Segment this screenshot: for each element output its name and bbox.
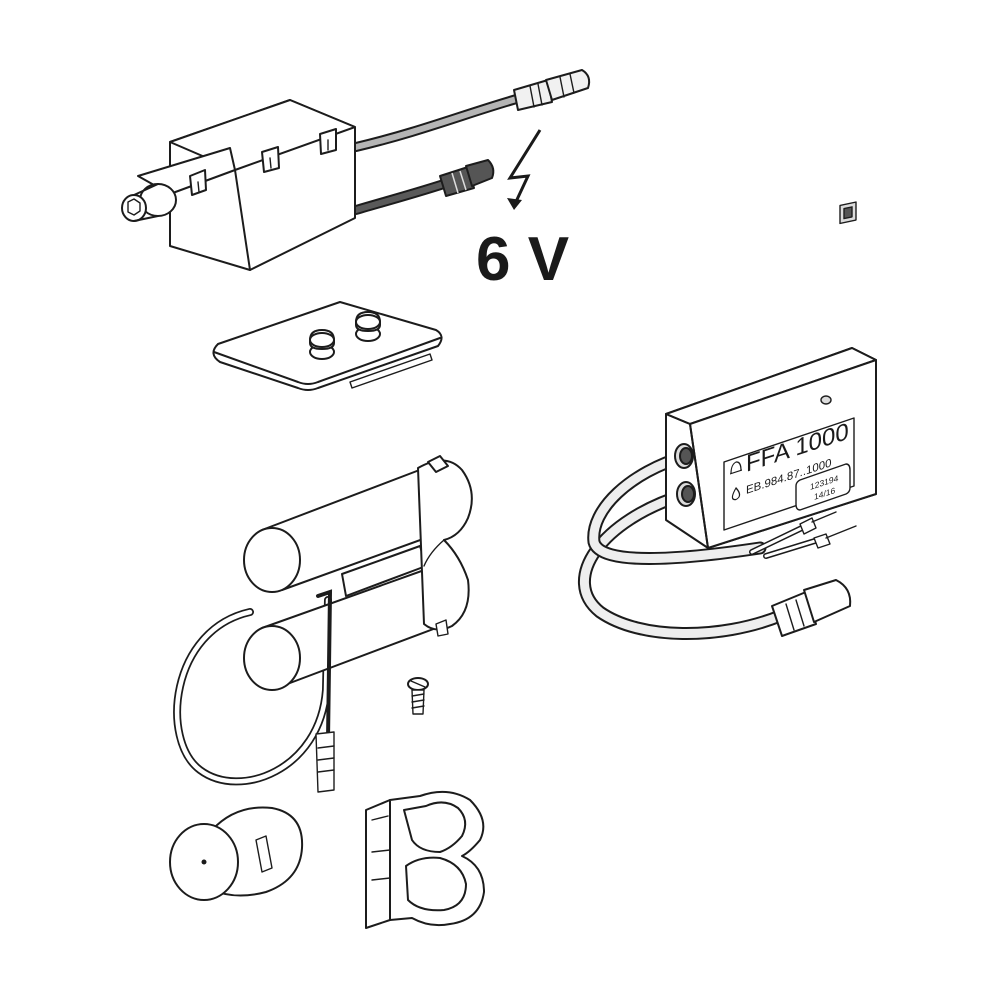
- power-supply-unit: [121, 69, 591, 271]
- housing-clips: [189, 128, 337, 196]
- battery-pack: [173, 455, 473, 793]
- plate-studs: [309, 311, 381, 360]
- grey-cable-connector: [513, 69, 591, 111]
- screw: [407, 677, 429, 715]
- water-drop-icon: [731, 486, 741, 501]
- voltage-label: 6 V: [476, 225, 569, 294]
- battery-clamp: [365, 790, 485, 929]
- dark-cable-connector: [439, 159, 495, 197]
- bell-icon: [730, 461, 742, 475]
- drive-shaft: [121, 183, 177, 222]
- lightning-bolt-icon: [507, 129, 542, 210]
- status-led: [820, 395, 832, 405]
- sensor-cap: [169, 806, 304, 901]
- battery-plug: [315, 731, 335, 793]
- reset-button: [839, 201, 857, 225]
- module-wires: [749, 511, 857, 559]
- module-stamp: 123194 14/16: [795, 463, 851, 511]
- module-cable-connector: [771, 579, 852, 637]
- ffa-control-module: FFA 1000 EB.984.87..1000 123194 14/16: [577, 201, 877, 640]
- mounting-plate: [212, 301, 443, 391]
- cable-glands: [674, 443, 696, 507]
